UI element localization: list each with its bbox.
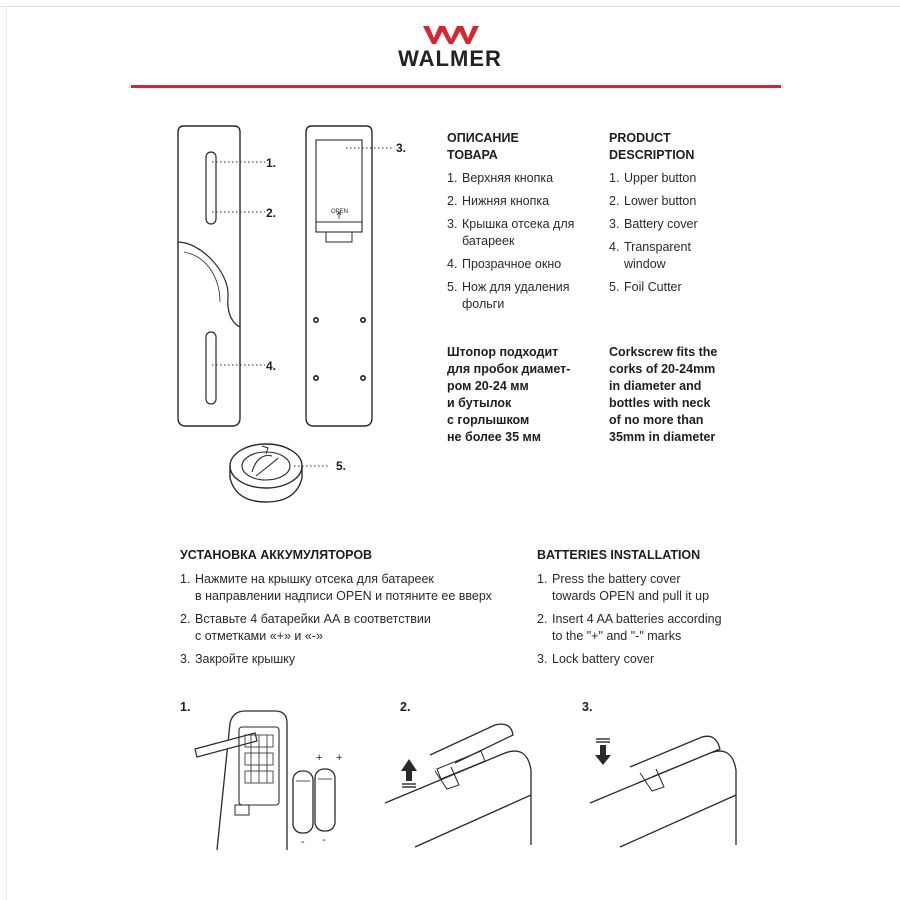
- step-label-1: 1.: [180, 700, 191, 714]
- install-title-ru: УСТАНОВКА АККУМУЛЯТОРОВ: [180, 548, 373, 562]
- list-item: 1.Press the battery cover towards OPEN a…: [537, 572, 710, 603]
- list-item: 1.Нажмите на крышку отсека для батареек …: [180, 572, 492, 603]
- list-item: 1.Верхняя кнопка: [447, 171, 554, 185]
- list-item: 2.Нижняя кнопка: [447, 194, 550, 208]
- callout-3: 3.: [396, 141, 407, 155]
- frame-left-border: [6, 6, 7, 900]
- callout-1: 1.: [266, 156, 277, 170]
- brand-name: WALMER: [398, 46, 502, 71]
- list-item: 5.Foil Cutter: [609, 280, 682, 294]
- frame-top-border: [0, 6, 900, 7]
- description-title-en: PRODUCT DESCRIPTION: [609, 131, 695, 162]
- foil-cutter-illustration: [229, 443, 330, 503]
- install-steps-ru: 1.Нажмите на крышку отсека для батареек …: [180, 571, 520, 674]
- walmer-logo-icon: [423, 26, 479, 44]
- minus-mark-2: -: [322, 834, 326, 846]
- step2-open-cover-illustration: [384, 723, 532, 848]
- plus-mark-2: +: [336, 752, 343, 764]
- step1-battery-insert-illustration: [194, 710, 336, 851]
- callout-2: 2.: [266, 206, 277, 220]
- list-item: 1.Upper button: [609, 171, 697, 185]
- install-steps-en: 1.Press the battery cover towards OPEN a…: [537, 571, 767, 674]
- description-list-ru: 1.Верхняя кнопка 2.Нижняя кнопка 3.Крышк…: [447, 170, 597, 319]
- minus-mark-1: -: [301, 836, 305, 848]
- step3-close-cover-illustration: [589, 735, 737, 848]
- list-item: 3.Закройте крышку: [180, 652, 296, 666]
- list-item: 3.Lock battery cover: [537, 652, 655, 666]
- description-title-ru: ОПИСАНИЕ ТОВАРА: [447, 131, 519, 162]
- corkscrew-back-view: [305, 125, 392, 427]
- header-divider: [131, 85, 781, 88]
- step-label-3: 3.: [582, 700, 593, 714]
- callout-4: 4.: [266, 359, 277, 373]
- description-list-en: 1.Upper button 2.Lower button 3.Battery …: [609, 170, 729, 302]
- list-item: 4.Прозрачное окно: [447, 257, 562, 271]
- plus-mark-1: +: [316, 752, 323, 764]
- list-item: 2.Lower button: [609, 194, 697, 208]
- callout-5: 5.: [336, 459, 347, 473]
- corkscrew-front-view: [177, 125, 265, 427]
- list-item: 3.Крышка отсека для батареек: [447, 217, 575, 248]
- list-item: 5.Нож для удаления фольги: [447, 280, 570, 311]
- list-item: 4.Transparent window: [609, 240, 691, 271]
- list-item: 2.Insert 4 AA batteries according to the…: [537, 612, 722, 643]
- list-item: 3.Battery cover: [609, 217, 698, 231]
- install-title-en: BATTERIES INSTALLATION: [537, 548, 701, 562]
- step-label-2: 2.: [400, 700, 411, 714]
- cork-fit-text-ru: Штопор подходит для пробок диамет- ром 2…: [447, 345, 571, 444]
- open-label: OPEN: [331, 209, 349, 215]
- list-item: 2.Вставьте 4 батарейки АА в соответствии…: [180, 612, 431, 643]
- cork-fit-text-en: Corkscrew fits the corks of 20-24mm in d…: [609, 345, 718, 444]
